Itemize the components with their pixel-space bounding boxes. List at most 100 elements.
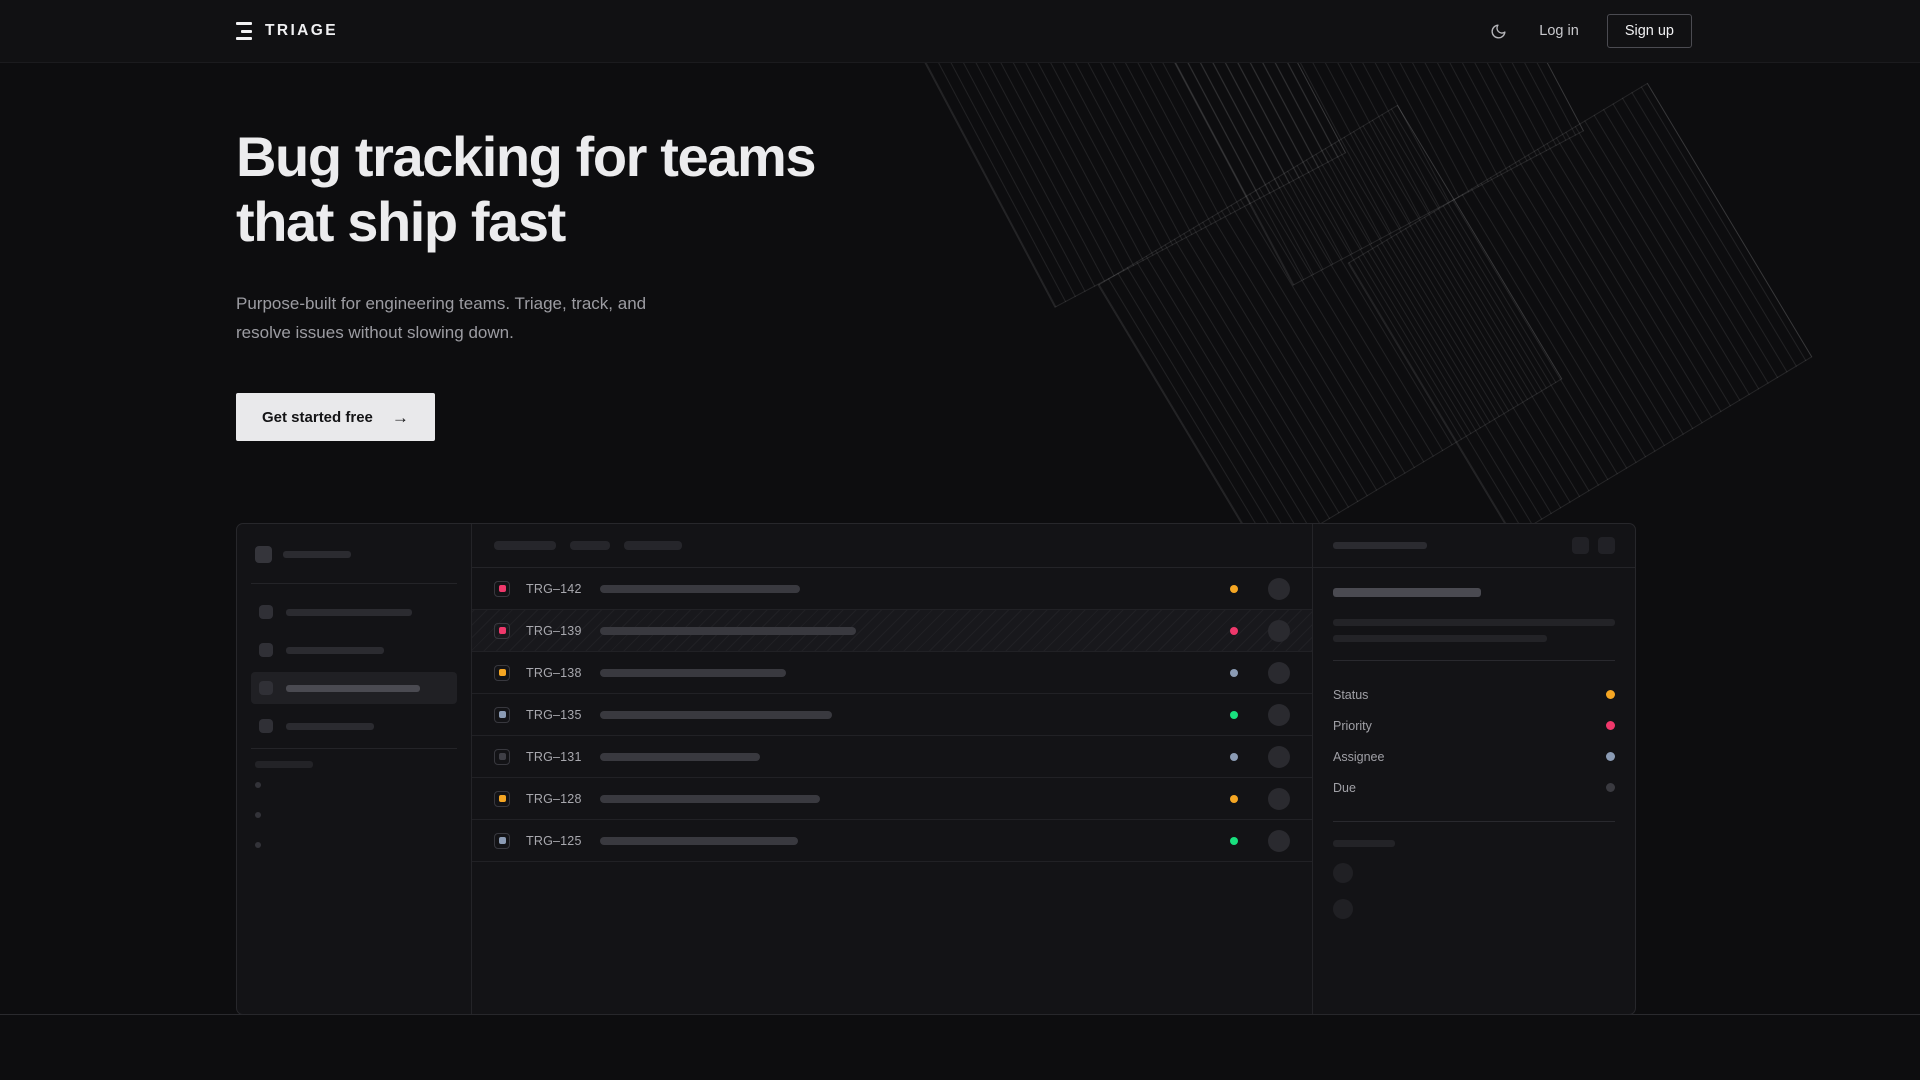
- avatar: [1268, 829, 1290, 852]
- avatar: [1268, 619, 1290, 642]
- stripe-panel: [1347, 82, 1813, 538]
- issue-row[interactable]: TRG–138: [472, 652, 1312, 694]
- brand-logo[interactable]: TRIAGE: [236, 22, 338, 40]
- sidebar-item-label-skeleton: [286, 722, 374, 730]
- detail-content-skeletons: [1333, 588, 1615, 642]
- sidebar-item-label-skeleton: [286, 608, 412, 616]
- detail-toolbar: [1313, 524, 1635, 568]
- sidebar-project-dot[interactable]: [255, 842, 261, 848]
- status-dot: [1230, 626, 1238, 635]
- issue-row[interactable]: TRG–135: [472, 694, 1312, 736]
- login-link[interactable]: Log in: [1539, 23, 1579, 39]
- workspace-name-skeleton: [283, 551, 351, 558]
- priority-badge-icon: [494, 622, 510, 639]
- sidebar-item-icon: [259, 719, 273, 733]
- detail-divider: [1333, 660, 1615, 661]
- status-dot: [1230, 668, 1238, 677]
- toolbar-filter-2[interactable]: [570, 541, 610, 550]
- sidebar-item-icon: [259, 605, 273, 619]
- mock-workspace-switcher[interactable]: [251, 540, 457, 569]
- avatar: [1268, 577, 1290, 600]
- sidebar-item-2[interactable]: [251, 634, 457, 666]
- toolbar-filter-1[interactable]: [494, 541, 556, 550]
- thread-item[interactable]: [1333, 863, 1615, 883]
- issue-key: TRG–135: [526, 707, 582, 722]
- priority-badge-icon: [494, 748, 510, 765]
- issue-row[interactable]: TRG–125: [472, 820, 1312, 862]
- issue-row[interactable]: TRG–139: [472, 610, 1312, 652]
- issue-title-skeleton: [600, 668, 786, 677]
- avatar: [1268, 661, 1290, 684]
- avatar: [1333, 863, 1353, 883]
- arrow-right-icon: →: [391, 407, 409, 427]
- meta-row-due[interactable]: Due: [1333, 772, 1615, 803]
- mock-sidebar: [237, 524, 472, 1014]
- status-dot: [1230, 584, 1238, 593]
- issue-row[interactable]: TRG–142: [472, 568, 1312, 610]
- sidebar-item-1[interactable]: [251, 596, 457, 628]
- detail-title-skeleton: [1333, 542, 1427, 549]
- status-dot: [1230, 794, 1238, 803]
- meta-row-status[interactable]: Status: [1333, 679, 1615, 710]
- app-logo-square-icon: [255, 546, 272, 563]
- issue-list-toolbar: [472, 524, 1312, 568]
- meta-label: Priority: [1333, 718, 1372, 733]
- issue-title-skeleton: [600, 626, 856, 635]
- signup-button[interactable]: Sign up: [1606, 14, 1692, 48]
- toolbar-filter-3[interactable]: [624, 541, 682, 550]
- meta-label: Due: [1333, 780, 1356, 795]
- issue-title-skeleton: [600, 584, 800, 593]
- sidebar-item-4[interactable]: [251, 710, 457, 742]
- detail-thread-label: [1333, 840, 1615, 847]
- detail-thread-items: [1333, 863, 1615, 919]
- avatar: [1268, 745, 1290, 768]
- sidebar-item-label-skeleton: [286, 646, 384, 654]
- sidebar-item-3[interactable]: [251, 672, 457, 704]
- meta-value-dot: [1606, 783, 1615, 792]
- detail-action-buttons: [1572, 537, 1615, 554]
- meta-value-dot: [1606, 752, 1615, 761]
- stripe-panel: [1151, 63, 1585, 286]
- moon-icon[interactable]: [1485, 18, 1511, 44]
- priority-badge-icon: [494, 664, 510, 681]
- avatar: [1268, 703, 1290, 726]
- issue-title-skeleton: [600, 794, 820, 803]
- meta-row-priority[interactable]: Priority: [1333, 710, 1615, 741]
- mock-sidebar-project-list: [251, 782, 457, 848]
- hero-section: Bug tracking for teams that ship fast Pu…: [236, 125, 817, 442]
- priority-badge-icon: [494, 580, 510, 597]
- sidebar-project-dot[interactable]: [255, 812, 261, 818]
- status-dot: [1230, 710, 1238, 719]
- sidebar-item-icon: [259, 681, 273, 695]
- mock-sidebar-nav: [251, 596, 457, 742]
- issue-key: TRG–125: [526, 833, 582, 848]
- square-action-icon[interactable]: [1572, 537, 1589, 554]
- thread-item[interactable]: [1333, 899, 1615, 919]
- meta-row-assignee[interactable]: Assignee: [1333, 741, 1615, 772]
- hero-subtitle: Purpose-built for engineering teams. Tri…: [236, 293, 647, 343]
- sidebar-project-dot[interactable]: [255, 782, 261, 788]
- status-dot: [1230, 752, 1238, 761]
- issue-key: TRG–139: [526, 623, 582, 638]
- issue-key: TRG–142: [526, 581, 582, 596]
- stripe-panel: [913, 63, 1347, 308]
- issue-row[interactable]: TRG–128: [472, 778, 1312, 820]
- avatar: [1333, 899, 1353, 919]
- stacked-bars-icon: [236, 22, 252, 40]
- detail-divider: [1333, 821, 1615, 822]
- sidebar-divider: [251, 748, 457, 749]
- get-started-button[interactable]: Get started free →: [236, 393, 435, 442]
- brand-name: TRIAGE: [265, 22, 338, 39]
- detail-text-skeleton: [1333, 619, 1615, 626]
- issue-title-skeleton: [600, 752, 760, 761]
- issue-key: TRG–128: [526, 791, 582, 806]
- issue-key: TRG–138: [526, 665, 582, 680]
- square-action-icon[interactable]: [1598, 537, 1615, 554]
- sidebar-section-label: [255, 761, 453, 768]
- issue-row[interactable]: TRG–131: [472, 736, 1312, 778]
